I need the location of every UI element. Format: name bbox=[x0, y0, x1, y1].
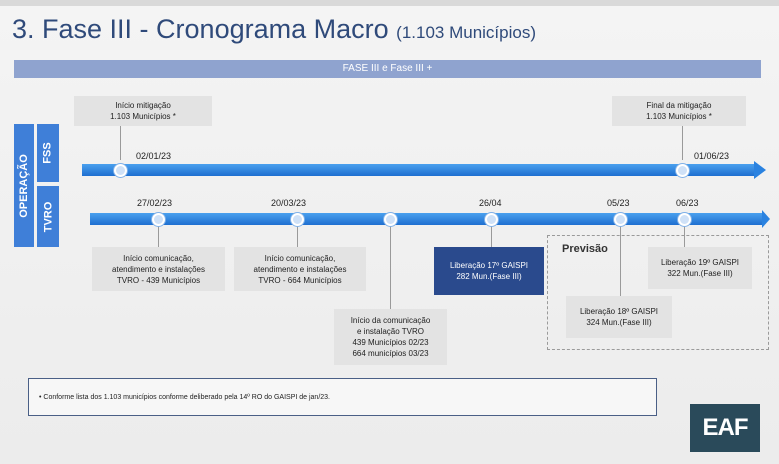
tvro-box-3: Início da comunicação e instalação TVRO … bbox=[334, 309, 447, 365]
liberacao-17-line2: 282 Mun.(Fase III) bbox=[456, 272, 522, 281]
tvro-date-2: 20/03/23 bbox=[271, 198, 307, 208]
tvro-connector-3 bbox=[390, 224, 391, 309]
tvro-connector-5 bbox=[620, 224, 621, 296]
liberacao-18-line1: Liberação 18º GAISPI bbox=[579, 307, 659, 316]
tvro-milestone-6 bbox=[678, 213, 691, 226]
previsao-label: Previsão bbox=[562, 243, 608, 255]
tvro-box-2: Início comunicação, atendimento e instal… bbox=[234, 247, 366, 291]
fss-timeline-bar bbox=[82, 164, 754, 176]
tvro-connector-6 bbox=[684, 224, 685, 248]
footnote-box: • Conforme lista dos 1.103 municípios co… bbox=[28, 378, 657, 416]
tvro-box-1-line2: atendimento e instalações bbox=[112, 264, 205, 274]
title-main: 3. Fase III - Cronograma Macro bbox=[12, 14, 389, 44]
fss-milestone-end bbox=[676, 164, 689, 177]
eaf-logo: EAF bbox=[690, 404, 760, 452]
tvro-box-1-line1: Início comunicação, bbox=[123, 253, 194, 263]
liberacao-19-line1: Liberação 19º GAISPI bbox=[660, 258, 740, 267]
fss-end-box: Final da mitigação 1.103 Municípios * bbox=[612, 96, 746, 126]
tvro-box-3-line4: 664 municípios 03/23 bbox=[352, 349, 429, 358]
fss-start-connector bbox=[120, 126, 121, 160]
liberacao-19-box: Liberação 19º GAISPI 322 Mun.(Fase III) bbox=[648, 247, 752, 289]
tvro-label: TVRO bbox=[37, 186, 59, 247]
tvro-connector-4 bbox=[491, 224, 492, 248]
tvro-milestone-5 bbox=[614, 213, 627, 226]
tvro-text: TVRO bbox=[42, 201, 54, 232]
fss-label: FSS bbox=[37, 124, 59, 182]
tvro-box-2-line2: atendimento e instalações bbox=[253, 264, 347, 274]
tvro-connector-1 bbox=[158, 224, 159, 248]
tvro-milestone-4 bbox=[485, 213, 498, 226]
page-title: 3. Fase III - Cronograma Macro (1.103 Mu… bbox=[12, 14, 536, 45]
tvro-box-1-line3: TVRO - 439 Municípios bbox=[116, 275, 201, 285]
fss-arrow-icon bbox=[754, 161, 766, 179]
tvro-box-1: Início comunicação, atendimento e instal… bbox=[92, 247, 225, 291]
fss-start-line1: Início mitigação bbox=[115, 101, 171, 110]
tvro-milestone-3 bbox=[384, 213, 397, 226]
fss-date-start: 02/01/23 bbox=[136, 151, 172, 161]
previsao-frame bbox=[547, 235, 769, 350]
tvro-box-3-line1: Início da comunicação bbox=[350, 316, 431, 325]
tvro-connector-2 bbox=[297, 224, 298, 248]
title-subtitle: (1.103 Municípios) bbox=[396, 23, 536, 42]
tvro-box-3-line2: e instalação TVRO bbox=[357, 327, 424, 336]
tvro-milestone-2 bbox=[291, 213, 304, 226]
tvro-milestone-1 bbox=[152, 213, 165, 226]
phase-banner: FASE III e Fase III + bbox=[14, 60, 761, 78]
fss-start-line2: 1.103 Municípios * bbox=[110, 112, 176, 121]
fss-end-line1: Final da mitigação bbox=[646, 101, 712, 110]
liberacao-18-line2: 324 Mun.(Fase III) bbox=[586, 318, 652, 327]
tvro-arrow-icon bbox=[762, 210, 770, 228]
fss-text: FSS bbox=[42, 142, 54, 164]
tvro-date-1: 27/02/23 bbox=[137, 198, 173, 208]
top-divider bbox=[0, 0, 779, 6]
liberacao-19-line2: 322 Mun.(Fase III) bbox=[667, 269, 733, 278]
liberacao-18-box: Liberação 18º GAISPI 324 Mun.(Fase III) bbox=[566, 296, 672, 338]
fss-milestone-start bbox=[114, 164, 127, 177]
tvro-box-2-line3: TVRO - 664 Municípios bbox=[258, 275, 342, 285]
liberacao-17-line1: Liberação 17º GAISPI bbox=[449, 261, 529, 270]
operacao-text: OPERAÇÃO bbox=[18, 153, 30, 218]
fss-end-connector bbox=[682, 126, 683, 160]
fss-date-end: 01/06/23 bbox=[694, 151, 730, 161]
tvro-date-3: 26/04 bbox=[479, 198, 502, 208]
footnote-text: • Conforme lista dos 1.103 municípios co… bbox=[39, 393, 331, 401]
tvro-date-4: 05/23 bbox=[607, 198, 630, 208]
tvro-timeline-bar bbox=[90, 213, 762, 225]
fss-start-box: Início mitigação 1.103 Municípios * bbox=[74, 96, 212, 126]
tvro-box-3-line3: 439 Municípios 02/23 bbox=[352, 338, 429, 347]
tvro-date-5: 06/23 bbox=[676, 198, 699, 208]
fss-end-line2: 1.103 Municípios * bbox=[646, 112, 712, 121]
operacao-label: OPERAÇÃO bbox=[14, 124, 34, 247]
tvro-box-2-line1: Início comunicação, bbox=[264, 253, 336, 263]
liberacao-17-box: Liberação 17º GAISPI 282 Mun.(Fase III) bbox=[434, 247, 544, 295]
